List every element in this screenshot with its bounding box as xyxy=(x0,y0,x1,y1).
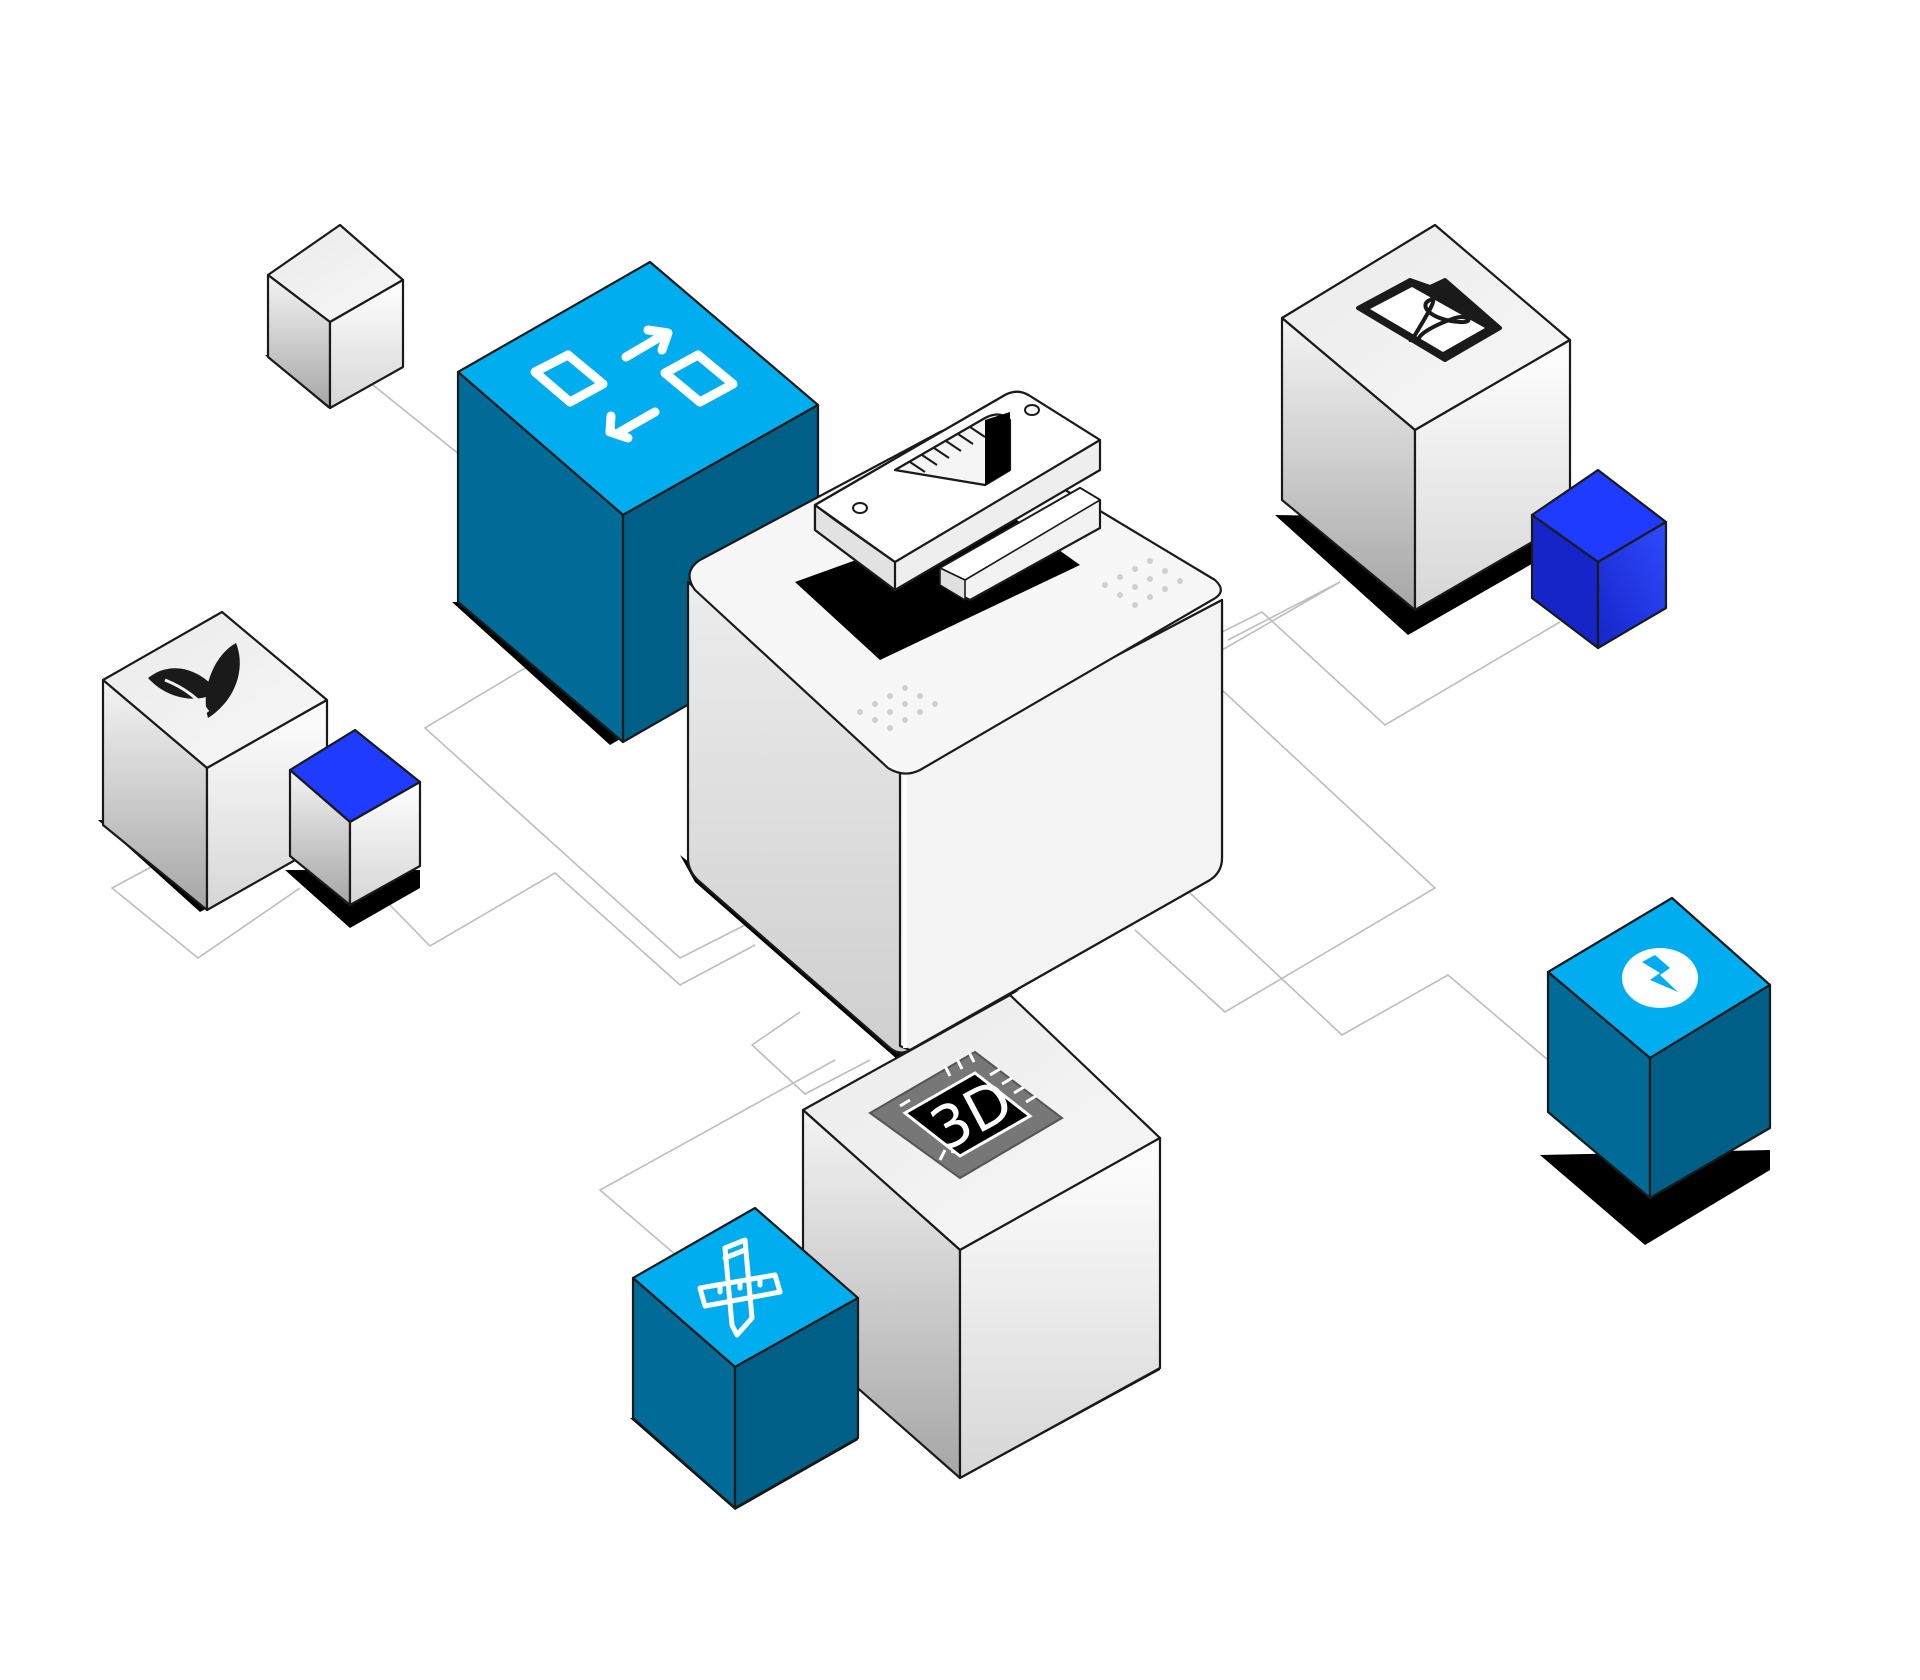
connector-lines xyxy=(110,384,1561,1281)
workflow-arrows-icon xyxy=(530,325,738,443)
connector-design xyxy=(598,1059,836,1281)
connector-lightning xyxy=(1189,892,1549,1061)
cube-shadow xyxy=(1540,1150,1770,1245)
lightning-bolt-icon xyxy=(1622,948,1698,1008)
indigo-cube-left xyxy=(285,728,422,928)
design-cube xyxy=(630,1206,860,1510)
pencil-ruler-icon xyxy=(697,1237,783,1338)
leaf-icon xyxy=(148,643,240,718)
pdf-file-icon xyxy=(1356,278,1502,362)
connector-bottom-mid xyxy=(750,1011,871,1095)
indigo-cube-right xyxy=(1530,468,1668,650)
leaf-cube xyxy=(98,610,330,912)
connector-small-plain xyxy=(372,384,461,456)
print-head-grille xyxy=(909,426,986,473)
connector-indigo-left xyxy=(384,872,756,986)
connector-pdf xyxy=(1221,581,1341,651)
connector-indigo-right xyxy=(1221,611,1561,726)
vent-dots xyxy=(857,558,1183,731)
3d-printer-icon xyxy=(680,390,1224,1060)
connector-left-mid xyxy=(423,667,756,959)
lightning-cube xyxy=(1540,896,1772,1245)
chip-cube: 3D xyxy=(800,993,1162,1480)
chip-icon: 3D xyxy=(868,1050,1064,1180)
pdf-cube xyxy=(1275,223,1572,635)
connector-right-mid xyxy=(1134,689,1437,1013)
small-plain-cube xyxy=(265,223,405,410)
